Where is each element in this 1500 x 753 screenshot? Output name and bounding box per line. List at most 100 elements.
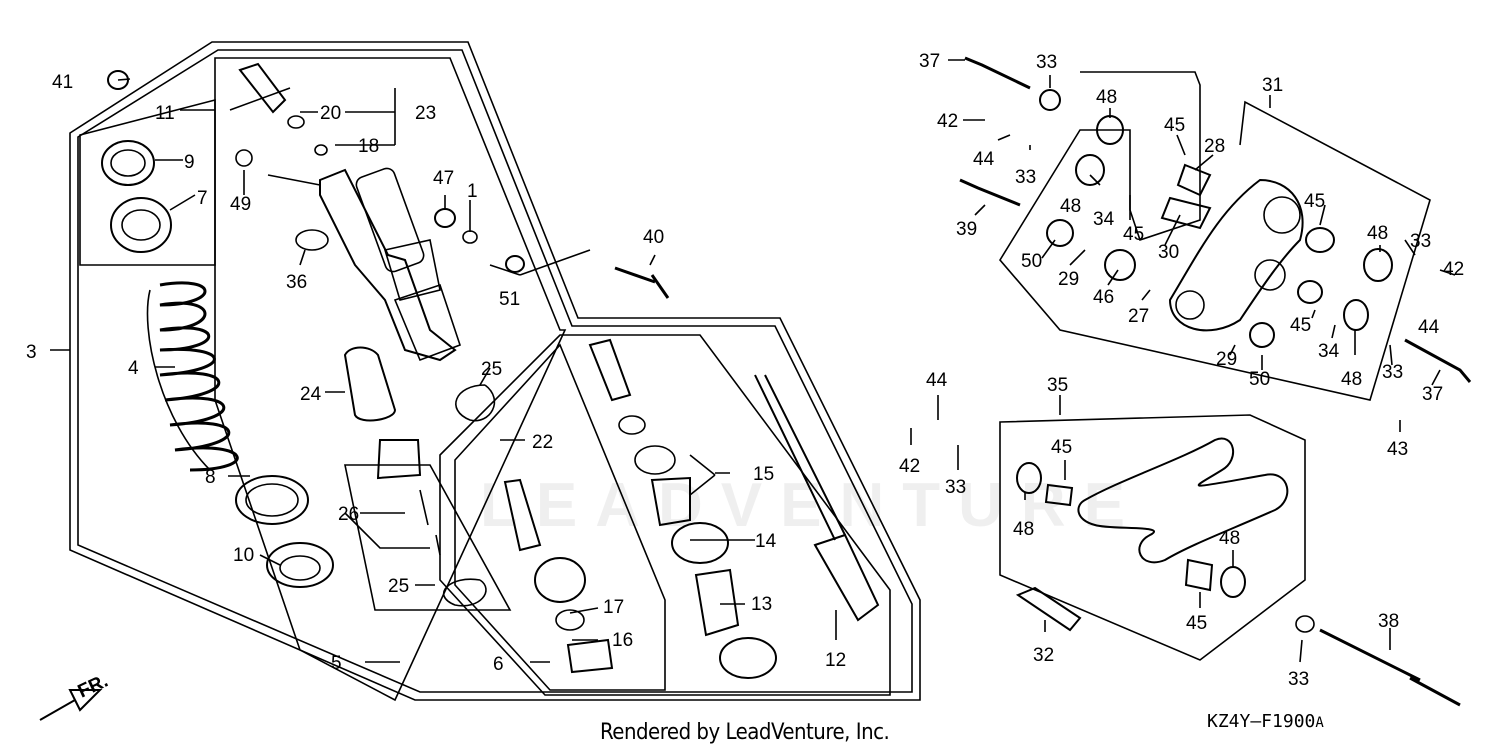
callout-30[interactable]: 30: [1158, 242, 1179, 263]
callout-3[interactable]: 3: [26, 342, 37, 363]
callout-14[interactable]: 14: [755, 531, 777, 552]
damper-rod-outline: [439, 334, 891, 696]
callout-25b[interactable]: 25: [388, 576, 409, 597]
callout-48d[interactable]: 48: [1341, 369, 1362, 390]
callout-45e[interactable]: 45: [1051, 437, 1072, 458]
callout-48c[interactable]: 48: [1367, 223, 1388, 244]
callout-44[interactable]: 44: [973, 149, 995, 170]
callout-47[interactable]: 47: [433, 168, 454, 189]
callout-45b[interactable]: 45: [1123, 224, 1144, 245]
callout-37[interactable]: 37: [919, 51, 940, 72]
callout-49[interactable]: 49: [230, 194, 251, 215]
callout-24[interactable]: 24: [300, 384, 322, 405]
callout-28[interactable]: 28: [1204, 136, 1225, 157]
adjust-nut-7: [110, 197, 172, 253]
callout-42[interactable]: 42: [937, 111, 958, 132]
callout-45[interactable]: 45: [1164, 115, 1185, 136]
callout-32[interactable]: 32: [1033, 645, 1054, 666]
callout-11[interactable]: 11: [155, 103, 175, 124]
callout-5[interactable]: 5: [331, 653, 342, 674]
spring: [146, 281, 239, 472]
callout-34[interactable]: 34: [1093, 209, 1115, 230]
bearing-48d: [1343, 299, 1369, 331]
callout-17[interactable]: 17: [603, 597, 624, 618]
callout-50b[interactable]: 50: [1249, 369, 1270, 390]
callout-38[interactable]: 38: [1378, 611, 1399, 632]
callout-43[interactable]: 43: [1387, 439, 1408, 460]
bushing-36: [295, 229, 329, 251]
diagram-code-main: KZ4Y—F1900: [1207, 711, 1316, 732]
diagram-code: KZ4Y—F1900A: [1207, 711, 1324, 732]
callout-48e[interactable]: 48: [1013, 519, 1034, 540]
callout-37b[interactable]: 37: [1422, 384, 1443, 405]
callout-9[interactable]: 9: [184, 152, 195, 173]
bolt-37b: [1404, 338, 1472, 383]
callout-51[interactable]: 51: [499, 289, 520, 310]
callout-33[interactable]: 33: [1036, 52, 1057, 73]
callout-41[interactable]: 41: [52, 72, 73, 93]
callout-15[interactable]: 15: [753, 464, 774, 485]
pin-32: [1015, 586, 1082, 632]
bottom-cap: [719, 637, 777, 679]
callout-45d[interactable]: 45: [1290, 315, 1311, 336]
spring-stopper-10: [266, 542, 334, 588]
callout-50[interactable]: 50: [1021, 251, 1042, 272]
shaft-38: [1319, 628, 1461, 707]
shock-assembly-outline: [77, 49, 913, 693]
callout-46[interactable]: 46: [1093, 287, 1114, 308]
shock-body-outline: [214, 57, 567, 702]
callout-13[interactable]: 13: [751, 594, 772, 615]
callout-48f[interactable]: 48: [1219, 528, 1240, 549]
callout-7[interactable]: 7: [197, 188, 208, 209]
callout-34b[interactable]: 34: [1318, 341, 1340, 362]
callout-42c[interactable]: 42: [899, 456, 920, 477]
callout-22[interactable]: 22: [532, 432, 553, 453]
washer-20: [287, 115, 305, 129]
callout-48b[interactable]: 48: [1060, 196, 1081, 217]
callout-40[interactable]: 40: [643, 227, 664, 248]
callout-33b[interactable]: 33: [1015, 167, 1036, 188]
callout-4[interactable]: 4: [128, 358, 139, 379]
needle-bearing-47: [434, 208, 456, 228]
seal-49: [235, 149, 253, 167]
callout-25[interactable]: 25: [481, 359, 502, 380]
callout-33e[interactable]: 33: [945, 477, 966, 498]
arm-group-outline: [999, 71, 1431, 401]
callout-45c[interactable]: 45: [1304, 191, 1325, 212]
callout-33f[interactable]: 33: [1288, 669, 1309, 690]
callout-36[interactable]: 36: [286, 272, 307, 293]
connecting-rod: [1077, 437, 1289, 564]
callout-44b[interactable]: 44: [1418, 317, 1440, 338]
callout-42b[interactable]: 42: [1443, 259, 1464, 280]
callout-35[interactable]: 35: [1047, 375, 1068, 396]
callout-1[interactable]: 1: [467, 181, 478, 202]
callout-44c[interactable]: 44: [926, 370, 948, 391]
bolt-39: [959, 178, 1021, 207]
callout-10[interactable]: 10: [233, 545, 254, 566]
callout-33c[interactable]: 33: [1410, 231, 1431, 252]
callout-48[interactable]: 48: [1096, 87, 1117, 108]
cap-16: [566, 638, 614, 674]
callout-8[interactable]: 8: [205, 467, 216, 488]
callout-16[interactable]: 16: [612, 630, 633, 651]
shock-assembly-outline-outer: [69, 41, 921, 701]
callout-26[interactable]: 26: [338, 504, 359, 525]
callout-45f[interactable]: 45: [1186, 613, 1207, 634]
callout-29b[interactable]: 29: [1216, 349, 1237, 370]
callout-18[interactable]: 18: [358, 136, 379, 157]
oring-17: [555, 609, 585, 631]
callout-23[interactable]: 23: [415, 103, 436, 124]
callout-12[interactable]: 12: [825, 650, 846, 671]
adjuster-23: [238, 62, 287, 114]
cap-group-outline: [79, 98, 216, 266]
callout-39[interactable]: 39: [956, 219, 977, 240]
seal-14: [671, 522, 729, 564]
callout-33d[interactable]: 33: [1382, 362, 1403, 383]
bump-rubber-26: [376, 439, 422, 480]
callout-6[interactable]: 6: [493, 654, 504, 675]
callout-20[interactable]: 20: [320, 103, 341, 124]
front-arrow: [39, 689, 103, 721]
callout-31[interactable]: 31: [1262, 75, 1283, 96]
callout-29[interactable]: 29: [1058, 269, 1079, 290]
callout-27[interactable]: 27: [1128, 306, 1149, 327]
